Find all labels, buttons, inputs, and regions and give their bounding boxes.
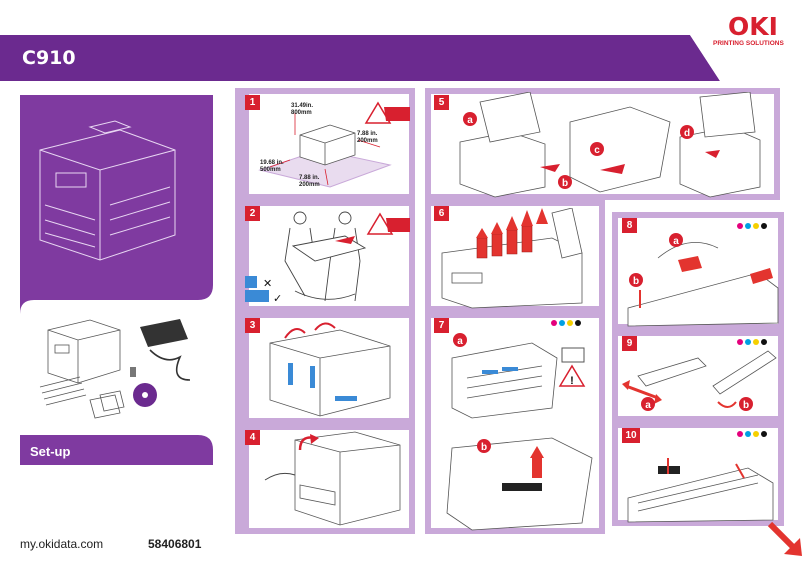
svg-text:!: ! (570, 375, 574, 387)
dim-front: 7.88 in.200mm (299, 175, 320, 189)
step-6-number: 6 (434, 206, 449, 221)
step-7-callout-b: b (481, 442, 487, 453)
step-7-callout-a: a (457, 336, 463, 347)
left-panel (20, 95, 213, 465)
dim-front-mm: 200mm (299, 182, 320, 188)
step-2-lifting-illustration: ✕ ✓ (245, 211, 410, 305)
step-1-clearance-illustration (258, 101, 410, 188)
next-page-arrow-icon (767, 521, 802, 556)
step-7-number: 7 (434, 318, 449, 333)
step-4-number: 4 (245, 430, 260, 445)
oki-logo: OKI (728, 12, 778, 41)
cmyk-dots (551, 320, 581, 326)
step-5-callout-b: b (562, 178, 568, 189)
step-3-remove-tape-illustration (269, 322, 391, 417)
dim-height-in: 31.49in. (291, 103, 314, 109)
dim-height: 31.49in.800mm (291, 103, 313, 117)
step-3-number: 3 (245, 318, 260, 333)
step-5-callout-c: c (594, 145, 600, 156)
step-5-open-cover-illustration: a b c d (459, 92, 761, 198)
step-5-callout-a: a (467, 115, 473, 126)
dim-height-mm: 800mm (291, 110, 312, 116)
dim-left-mm: 500mm (260, 167, 281, 173)
step-9-callout-a: a (645, 400, 651, 411)
svg-text:✓: ✓ (273, 292, 282, 305)
step-9-shake-toner-illustration: a b (622, 339, 777, 411)
setup-label: Set-up (30, 444, 71, 459)
cmyk-dots (737, 223, 767, 229)
product-title: C910 (22, 47, 76, 69)
dim-right: 7.88 in.200mm (357, 131, 378, 145)
step-5-callout-d: d (684, 128, 690, 139)
cmyk-dots (737, 431, 767, 437)
step-6-remove-drums-illustration (441, 208, 583, 309)
cmyk-dots (737, 339, 767, 345)
step-8-callout-a: a (673, 236, 679, 247)
dim-right-mm: 200mm (357, 138, 378, 144)
step-9-number: 9 (622, 336, 637, 351)
step-8-callout-b: b (633, 276, 639, 287)
dim-right-in: 7.88 in. (357, 131, 378, 137)
step-8-number: 8 (622, 218, 637, 233)
step-2-number: 2 (245, 206, 260, 221)
svg-text:✕: ✕ (263, 277, 272, 290)
step-9-callout-b: b (743, 400, 749, 411)
website-url[interactable]: my.okidata.com (20, 537, 104, 551)
header-banner (0, 35, 808, 81)
part-number: 58406801 (148, 537, 202, 551)
step-8-illustration: a b (627, 223, 779, 327)
brand-tagline: PRINTING SOLUTIONS (713, 40, 784, 47)
step-7-illustration: ! a b (446, 320, 593, 531)
dim-left-in: 19.68 in. (260, 160, 284, 166)
step-1-number: 1 (245, 95, 260, 110)
step-10-number: 10 (622, 428, 640, 443)
step-4-open-tray-illustration (264, 431, 401, 526)
dim-left: 19.68 in.500mm (260, 160, 284, 174)
step-10-install-toner-illustration (627, 431, 774, 523)
dim-front-in: 7.88 in. (299, 175, 320, 181)
step-5-number: 5 (434, 95, 449, 110)
